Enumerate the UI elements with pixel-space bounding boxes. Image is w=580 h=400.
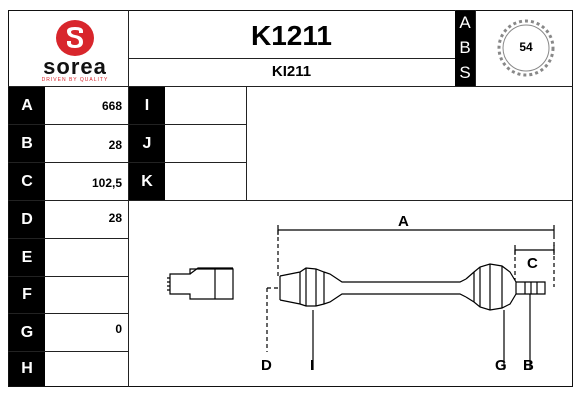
dim-label-a: A — [398, 213, 409, 230]
spec-label-c: C — [9, 163, 45, 200]
spec-value-b: 28 — [108, 138, 122, 152]
dim-label-c: C — [527, 255, 538, 272]
brand-tagline: DRIVEN BY QUALITY — [41, 77, 109, 83]
spec-label-h: H — [9, 352, 45, 386]
dim-label-g: G — [495, 357, 507, 374]
divider — [128, 58, 455, 59]
spec-label-i: I — [129, 87, 165, 124]
spec-value-c: 102,5 — [91, 176, 122, 190]
spec-label-j: J — [129, 125, 165, 162]
divider — [8, 313, 128, 314]
spec-value-a: 668 — [101, 99, 122, 113]
spec-label-f: F — [9, 277, 45, 313]
abs-ring: 54 — [495, 17, 557, 79]
spec-label-k: K — [129, 163, 165, 200]
spec-value-d: 28 — [108, 211, 122, 225]
dim-label-i: I — [310, 357, 314, 374]
divider — [8, 162, 246, 163]
divider — [128, 10, 129, 86]
divider — [8, 124, 246, 125]
divider — [8, 200, 573, 201]
spec-label-d: D — [9, 201, 45, 238]
divider — [8, 238, 128, 239]
divider — [8, 86, 573, 87]
abs-letter-b: B — [455, 36, 475, 61]
spec-value-g: 0 — [115, 322, 122, 336]
divider — [128, 86, 129, 387]
spec-label-a: A — [9, 87, 45, 124]
brand-logo: sorea DRIVEN BY QUALITY — [30, 18, 120, 83]
spec-sheet-frame — [8, 10, 573, 387]
divider — [8, 276, 128, 277]
sorea-logo-icon — [56, 20, 94, 56]
divider — [475, 10, 476, 86]
spec-label-g: G — [9, 314, 45, 351]
gear-icon — [497, 19, 555, 77]
spec-label-e: E — [9, 239, 45, 276]
divider — [8, 351, 128, 352]
alt-part-number: KI211 — [271, 63, 312, 80]
divider — [246, 86, 247, 200]
dim-label-b: B — [523, 357, 534, 374]
dim-label-d: D — [261, 357, 272, 374]
driveshaft-diagram: A C D I G B — [167, 213, 555, 374]
abs-letter-a: A — [455, 11, 475, 36]
spec-label-b: B — [9, 125, 45, 162]
abs-teeth-count: 54 — [519, 40, 533, 54]
abs-letter-s: S — [455, 61, 475, 86]
part-number: K1211 — [251, 20, 332, 51]
brand-name: sorea — [43, 54, 107, 79]
